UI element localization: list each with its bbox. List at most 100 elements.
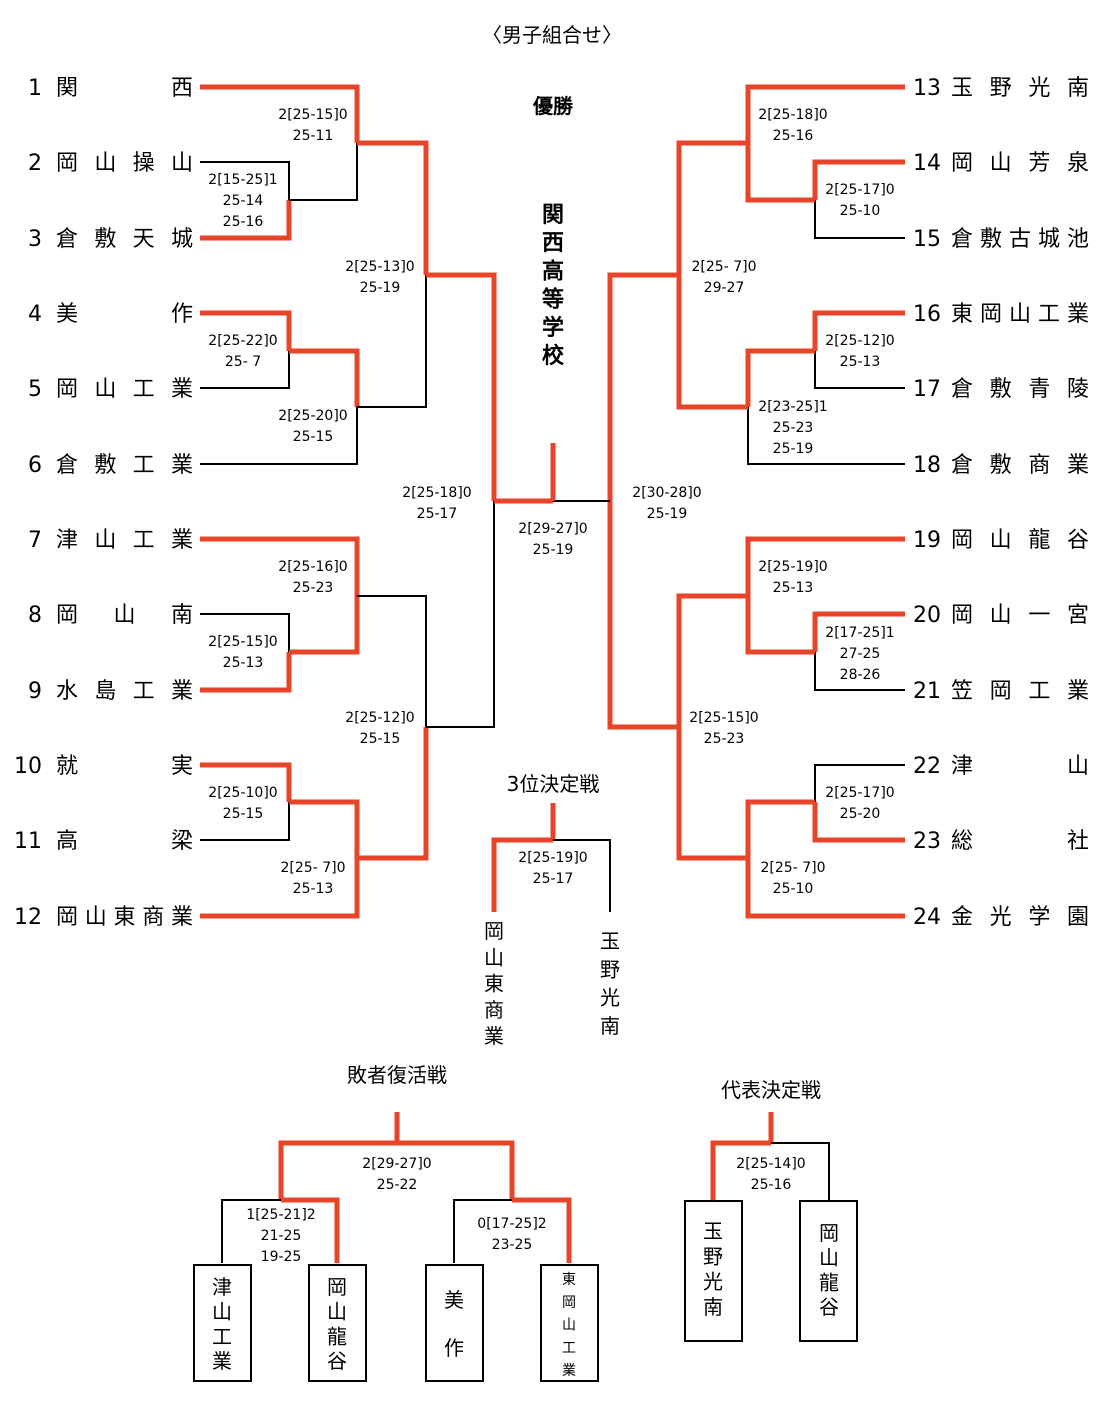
score-r3: 2[25- 7]029-27 xyxy=(692,259,757,296)
team-name-char: 敷 xyxy=(980,227,1002,252)
bracket-line xyxy=(745,143,815,203)
bracket-line xyxy=(200,652,292,693)
score-r1: 2[25-18]025-16 xyxy=(758,107,827,144)
score-line: 21-25 xyxy=(261,1228,302,1244)
score-l3: 2[25-13]025-19 xyxy=(345,259,414,296)
bracket-line xyxy=(747,407,905,465)
vertical-char: 工 xyxy=(562,1340,576,1356)
team-name-char: 岡 xyxy=(951,528,973,553)
vertical-char: 光 xyxy=(600,986,620,1010)
bracket-line xyxy=(676,727,748,861)
bracket-line xyxy=(357,140,429,275)
vertical-char: 学 xyxy=(542,315,564,341)
score-line: 25-15 xyxy=(360,731,401,747)
score-line: 2[25-15]0 xyxy=(278,107,347,123)
team-name-char: 龍 xyxy=(1028,528,1050,553)
vertical-char: 西 xyxy=(542,231,564,256)
team-name-char: 工 xyxy=(1028,679,1050,704)
score-l5: 2[25-20]025-15 xyxy=(278,408,347,445)
score-line: 2[25-15]0 xyxy=(208,634,277,650)
score-l6: 2[25-18]025-17 xyxy=(402,485,471,522)
bracket-line xyxy=(278,1140,397,1200)
score-line: 19-25 xyxy=(261,1249,302,1265)
team-name-char: 池 xyxy=(1067,227,1089,252)
team-name-char: 西 xyxy=(171,76,193,101)
team-number: 11 xyxy=(14,829,42,854)
score-line: 2[25-12]0 xyxy=(825,333,894,349)
bracket-line xyxy=(200,762,292,802)
score-line: 2[25-16]0 xyxy=(278,559,347,575)
team-name-char: 南 xyxy=(171,603,193,628)
score-l1: 2[25-15]025-11 xyxy=(278,107,347,144)
bracket-line xyxy=(289,143,358,201)
team-number: 23 xyxy=(913,829,941,854)
bracket-line xyxy=(745,799,815,858)
team-name-char: 操 xyxy=(133,151,155,176)
score-line: 2[30-28]0 xyxy=(632,485,701,501)
score-l8: 2[25-15]025-13 xyxy=(208,634,277,671)
bracket-line xyxy=(607,272,679,501)
team-name-char: 商 xyxy=(1028,453,1050,478)
team-number: 7 xyxy=(28,528,42,553)
team-name-char: 商 xyxy=(142,905,164,930)
score-line: 2[25-18]0 xyxy=(402,485,471,501)
team-name-char: 高 xyxy=(56,829,78,854)
bracket-line xyxy=(289,596,360,655)
team-box xyxy=(799,1200,858,1342)
score-line: 25-23 xyxy=(293,580,334,596)
bracket-line xyxy=(771,1142,830,1200)
team-name-char: 光 xyxy=(1028,76,1050,101)
team-name-char: 学 xyxy=(1028,905,1050,930)
team-name-char: 東 xyxy=(951,302,973,327)
team-number: 4 xyxy=(28,302,42,327)
team-name-char: 城 xyxy=(171,227,193,252)
team-name-char: 野 xyxy=(990,76,1012,101)
team-name-char: 城 xyxy=(1038,227,1060,252)
vertical-char: 玉 xyxy=(600,929,620,953)
team-name-char: 山 xyxy=(990,603,1012,628)
team-name-char: 山 xyxy=(171,151,193,176)
vertical-char: 龍 xyxy=(327,1324,347,1348)
bracket-line xyxy=(812,802,905,843)
team-name-char: 作 xyxy=(171,302,193,327)
team-name-char: 岡 xyxy=(990,679,1012,704)
team-name-char: 水 xyxy=(56,679,78,704)
bracket-line xyxy=(221,1199,281,1263)
team-name-char: 山 xyxy=(94,377,116,402)
vertical-char: 等 xyxy=(542,287,564,313)
team-name-char: 業 xyxy=(1067,679,1089,704)
bracket-line xyxy=(200,858,360,919)
score-line: 2[25- 7]0 xyxy=(281,860,346,876)
team-number: 24 xyxy=(913,905,941,930)
team-name-char: 倉 xyxy=(56,227,78,252)
bracket-line xyxy=(814,200,905,239)
team-name-char: 山 xyxy=(85,905,107,930)
vertical-char: 作 xyxy=(444,1336,464,1360)
bracket-line xyxy=(397,1140,515,1200)
score-line: 25-14 xyxy=(223,193,264,209)
team-name-char: 業 xyxy=(171,453,193,478)
third-place-label: 3位決定戦 xyxy=(507,772,600,796)
score-line: 25-15 xyxy=(223,806,264,822)
score-line: 25- 7 xyxy=(225,354,261,370)
team-number: 8 xyxy=(28,603,42,628)
vertical-char: 龍 xyxy=(819,1270,839,1294)
vertical-char: 東 xyxy=(562,1272,576,1288)
score-rp3: 2[29-27]025-22 xyxy=(362,1156,431,1193)
team-name-char: 工 xyxy=(133,453,155,478)
team-name-char: 工 xyxy=(133,528,155,553)
